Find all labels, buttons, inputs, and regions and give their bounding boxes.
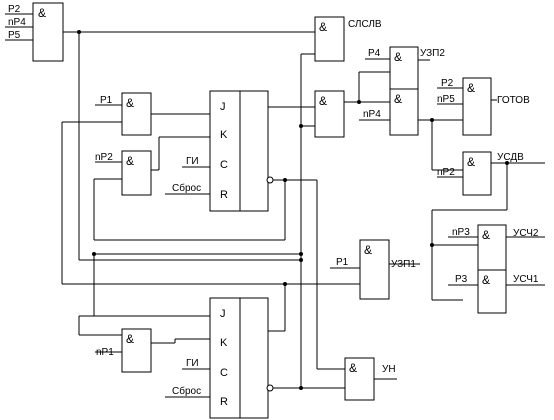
jk-flip-flop-1: J K C R [209,90,274,212]
pin-c: C [220,367,228,379]
label-reset-1: Сброс [172,182,201,194]
label-uzp1: УЗП1 [391,259,416,270]
and-gate-usch1: & [477,269,507,314]
and-gate-symbol: & [467,81,475,95]
and-gate-top-input: & [32,2,64,62]
and-gate-symbol: & [126,332,134,346]
output-labels: СЛСЛВ УЗП2 ГОТОВ УСДВ УСЧ2 УСЧ1 УЗП1 УН [348,19,539,375]
input-labels: P2 nP4 P5 P1 nP2 ГИ Сброс nP1 ГИ Сброс P… [8,4,470,397]
and-gate-symbol: & [126,154,134,168]
label-p2-gotov: P2 [441,78,454,89]
and-gate-usch2: & [477,224,507,271]
label-p3: P3 [455,274,468,285]
and-gate-gotov: & [462,77,492,136]
and-gate-uzp2: & [389,46,419,90]
inverted-output-bubble [266,384,274,392]
label-gotov: ГОТОВ [497,95,530,106]
inverted-output-bubble [266,176,274,184]
pin-k: K [220,337,228,349]
and-gate-un: & [344,357,375,401]
and-gate-symbol: & [394,50,402,64]
and-gate-uzp1: & [359,239,390,300]
label-np5: nP5 [437,94,455,105]
and-gate-np1: & [121,328,152,373]
label-usdv: УСДВ [497,152,524,163]
label-slslv: СЛСЛВ [348,19,382,30]
label-np3: nP3 [452,227,470,238]
label-gi-2: ГИ [186,358,199,369]
pin-k: K [220,129,228,141]
label-p4: P4 [368,48,381,59]
label-np2-usdv: nP2 [437,167,455,178]
and-gate-middle: & [314,90,345,138]
label-p1: P1 [100,95,113,106]
and-gate-p1: & [121,92,152,136]
and-gate-symbol: & [482,228,490,242]
and-gate-slslv: & [314,16,345,62]
and-gate-symbol: & [126,96,134,110]
label-reset-2: Сброс [172,385,201,397]
and-gate-symbol: & [349,361,357,375]
and-gate-symbol: & [319,20,327,34]
label-usch1: УСЧ1 [513,274,539,285]
label-gi-1: ГИ [186,156,199,167]
and-gate-symbol: & [319,94,327,108]
label-p5-top: P5 [8,30,21,41]
pin-j: J [220,101,226,113]
label-np4-top: nP4 [8,17,26,28]
junction-dots [77,30,509,390]
label-np4-mid: nP4 [363,109,381,120]
and-gate-symbol: & [482,273,490,287]
label-un: УН [382,364,396,375]
pin-r: R [220,396,228,408]
and-gate-symbol: & [394,92,402,106]
label-usch2: УСЧ2 [513,228,539,239]
label-uzp2: УЗП2 [420,48,445,59]
pin-j: J [220,308,226,320]
and-gate-symbol: & [38,6,46,20]
label-p2-top: P2 [8,4,21,15]
and-gate-np4: & [389,88,419,136]
label-np2: nP2 [95,152,113,163]
label-np1: nP1 [96,347,114,358]
and-gate-symbol: & [364,243,372,257]
pin-c: C [220,159,228,171]
and-gate-symbol: & [467,155,475,169]
wire-network [5,13,545,398]
pin-r: R [220,189,228,201]
and-gate-usdv: & [462,151,492,196]
label-p1-uzp1: P1 [336,257,349,268]
jk-flip-flop-2: J K C R [209,297,274,419]
and-gate-np2: & [121,150,152,196]
